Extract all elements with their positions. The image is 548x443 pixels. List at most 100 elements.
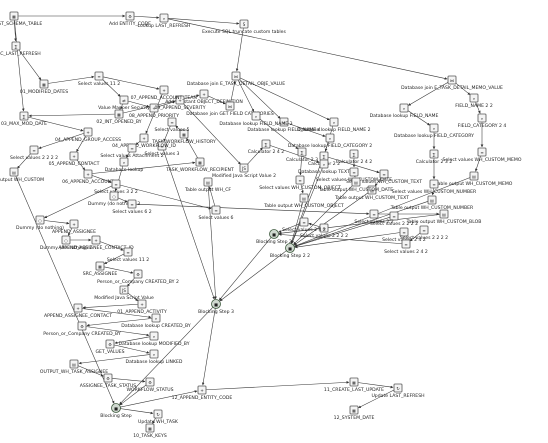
hop-arrow[interactable] [136, 203, 370, 216]
hop-arrow[interactable] [67, 227, 73, 236]
step-node[interactable]: ○Dummy (do nothing) [16, 215, 64, 231]
lookup-icon[interactable] [329, 117, 339, 127]
hop-arrow[interactable] [291, 168, 323, 244]
hop-arrow[interactable] [409, 232, 421, 242]
step-node[interactable]: +12_APPEND_ENTITY_CODE [172, 385, 233, 401]
table-input-icon[interactable] [9, 11, 19, 21]
hop-arrow[interactable] [182, 103, 241, 165]
step-node[interactable]: ⋈Database join E_TASK_DETAIL_OBJE_VALUE [187, 71, 285, 87]
dummy-icon[interactable] [61, 235, 71, 245]
hop-arrow[interactable] [475, 102, 481, 114]
table-input-icon[interactable] [195, 157, 205, 167]
step-node[interactable]: ≡Select values 2 4 2 [282, 217, 326, 233]
step-node[interactable]: ■Blocking Step 2 [256, 229, 292, 246]
step-node[interactable]: ≡Select values WH_CUSTOM_NUMBER [392, 179, 477, 195]
hop-arrow[interactable] [163, 150, 215, 300]
step-node[interactable]: ≡Select values Attachment 2 [100, 143, 164, 159]
step-node[interactable]: ⌕FIELD_NAME 2 2 [455, 93, 493, 109]
select-values-icon[interactable] [29, 145, 39, 155]
blocking-step-icon[interactable] [285, 243, 295, 253]
hop-arrow[interactable] [17, 153, 32, 169]
hop-arrow[interactable] [145, 94, 163, 134]
append-icon[interactable] [69, 151, 79, 161]
table-input-icon[interactable] [114, 109, 124, 119]
step-node[interactable]: ∑03_MAX_MOD_DATE [1, 111, 47, 127]
hop-arrow[interactable] [259, 118, 299, 150]
hop-arrow[interactable] [76, 135, 86, 152]
hop-arrow[interactable] [201, 308, 216, 386]
hop-arrow[interactable] [235, 28, 244, 72]
transform-icon[interactable] [133, 269, 143, 279]
update-icon[interactable] [153, 409, 163, 419]
hop-arrow[interactable] [408, 82, 449, 106]
step-node[interactable]: ▦01_MODIFIED_DATES [20, 79, 68, 95]
step-node[interactable]: ⚙WORKFLOW_STATUS [126, 377, 174, 393]
hop-arrow[interactable] [118, 197, 128, 203]
step-node[interactable]: ⚙GET_VALUES [95, 339, 125, 355]
select-values-icon[interactable] [369, 209, 379, 219]
hop-arrow[interactable] [299, 156, 302, 176]
step-node[interactable]: ▤Table output WH_CUSTOM_BLOB [406, 209, 482, 225]
select-values-icon[interactable] [127, 199, 137, 209]
step-node[interactable]: +APPEND_ASSIGNEE_CONTACT_ID [58, 235, 134, 251]
step-node[interactable]: ⌕Database lookup TEXT [298, 159, 350, 175]
step-node[interactable]: ▦TASK_WORKFLOW_RECIPIENT [165, 157, 234, 173]
select-values-icon[interactable] [477, 147, 487, 157]
step-node[interactable]: ▤Table output WH_CUSTOM_OBJECT [263, 193, 344, 209]
hop-arrow[interactable] [407, 110, 431, 126]
step-node[interactable]: ○Dummy (do nothing) 3 [88, 191, 140, 207]
table-output-icon[interactable] [203, 177, 213, 187]
hop-arrow[interactable] [134, 15, 160, 19]
dummy-icon[interactable] [109, 191, 119, 201]
step-node[interactable]: ⋈Database join GET FIELD CATEGORIES [186, 101, 274, 117]
table-output-icon[interactable] [351, 177, 361, 187]
hop-arrow[interactable] [288, 123, 326, 137]
table-output-icon[interactable] [9, 167, 19, 177]
append-icon[interactable] [69, 219, 79, 229]
step-node[interactable]: ○Dummy (do nothing) 2 [40, 235, 92, 251]
value-mapper-icon[interactable] [119, 95, 129, 105]
table-output-icon[interactable] [299, 193, 309, 203]
table-output-icon[interactable] [69, 359, 79, 369]
transform-icon[interactable] [105, 339, 115, 349]
append-icon[interactable] [73, 303, 83, 313]
step-node[interactable]: ⚙Add ENTITY_CODE [109, 11, 151, 27]
step-node[interactable]: ⌕Database lookup [105, 157, 144, 173]
hop-arrow[interactable] [76, 159, 86, 171]
step-node[interactable]: ⌕Database lookup FIELD_NAME 3 [219, 111, 293, 127]
hop-arrow[interactable] [104, 253, 125, 265]
transform-icon[interactable] [77, 321, 87, 331]
step-node[interactable]: ⚙Person_or_Company CREATED_BY [43, 321, 121, 337]
hop-arrow[interactable] [300, 184, 304, 194]
script-icon[interactable] [239, 163, 249, 173]
hop-arrow[interactable] [168, 18, 240, 25]
select-values-icon[interactable] [94, 71, 104, 81]
append-icon[interactable] [175, 95, 185, 105]
select-values-icon[interactable] [401, 239, 411, 249]
table-output-icon[interactable] [469, 171, 479, 181]
hop-arrow[interactable] [28, 116, 84, 132]
hop-arrow[interactable] [38, 133, 84, 149]
hop-arrow[interactable] [18, 49, 42, 81]
hop-arrow[interactable] [218, 237, 272, 301]
hop-arrow[interactable] [120, 104, 123, 110]
dummy-icon[interactable] [35, 215, 45, 225]
step-node[interactable]: ⌕Database lookup LINKED [126, 349, 183, 365]
calculator-icon[interactable] [19, 111, 29, 121]
step-node[interactable]: ↻Update LAST_REFRESH [371, 383, 425, 399]
hop-arrow[interactable] [168, 18, 448, 80]
append-icon[interactable] [83, 169, 93, 179]
hop-arrow[interactable] [152, 417, 157, 424]
hop-arrow[interactable] [92, 175, 112, 183]
hop-arrow[interactable] [120, 184, 212, 210]
step-node[interactable]: ≡Select values 2 2 [354, 209, 394, 225]
select-values-icon[interactable] [379, 169, 389, 179]
hop-arrow[interactable] [219, 250, 287, 302]
hop-arrow[interactable] [44, 185, 113, 219]
add-constant-icon[interactable] [199, 89, 209, 99]
select-values-icon[interactable] [123, 247, 133, 257]
step-node[interactable]: ▤Table output WH_CUSTOM_NUMBER [390, 195, 474, 211]
lookup-icon[interactable] [279, 117, 289, 127]
table-input-icon[interactable] [95, 261, 105, 271]
hop-arrow[interactable] [294, 177, 470, 247]
